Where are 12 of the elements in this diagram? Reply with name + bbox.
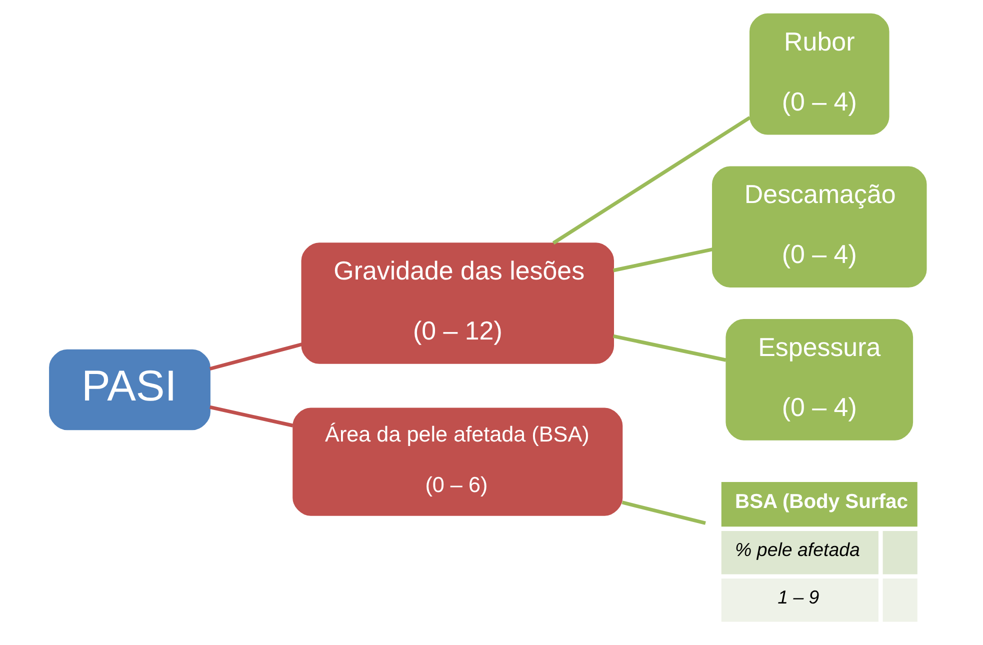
node-box: Área da pele afetada (BSA) (0 – 6) bbox=[292, 408, 623, 516]
connector bbox=[612, 248, 713, 272]
connector bbox=[622, 500, 706, 525]
node-box: Espessura (0 – 4) bbox=[726, 318, 914, 440]
connector bbox=[552, 116, 751, 245]
connector bbox=[612, 334, 726, 362]
node-box: Gravidade das lesões (0 – 12) bbox=[301, 242, 614, 364]
connector bbox=[209, 342, 302, 371]
node-box: Rubor (0 – 4) bbox=[749, 13, 890, 135]
node-box: PASI bbox=[49, 349, 210, 430]
connector bbox=[209, 405, 294, 428]
node-box: Descamação (0 – 4) bbox=[712, 166, 927, 288]
